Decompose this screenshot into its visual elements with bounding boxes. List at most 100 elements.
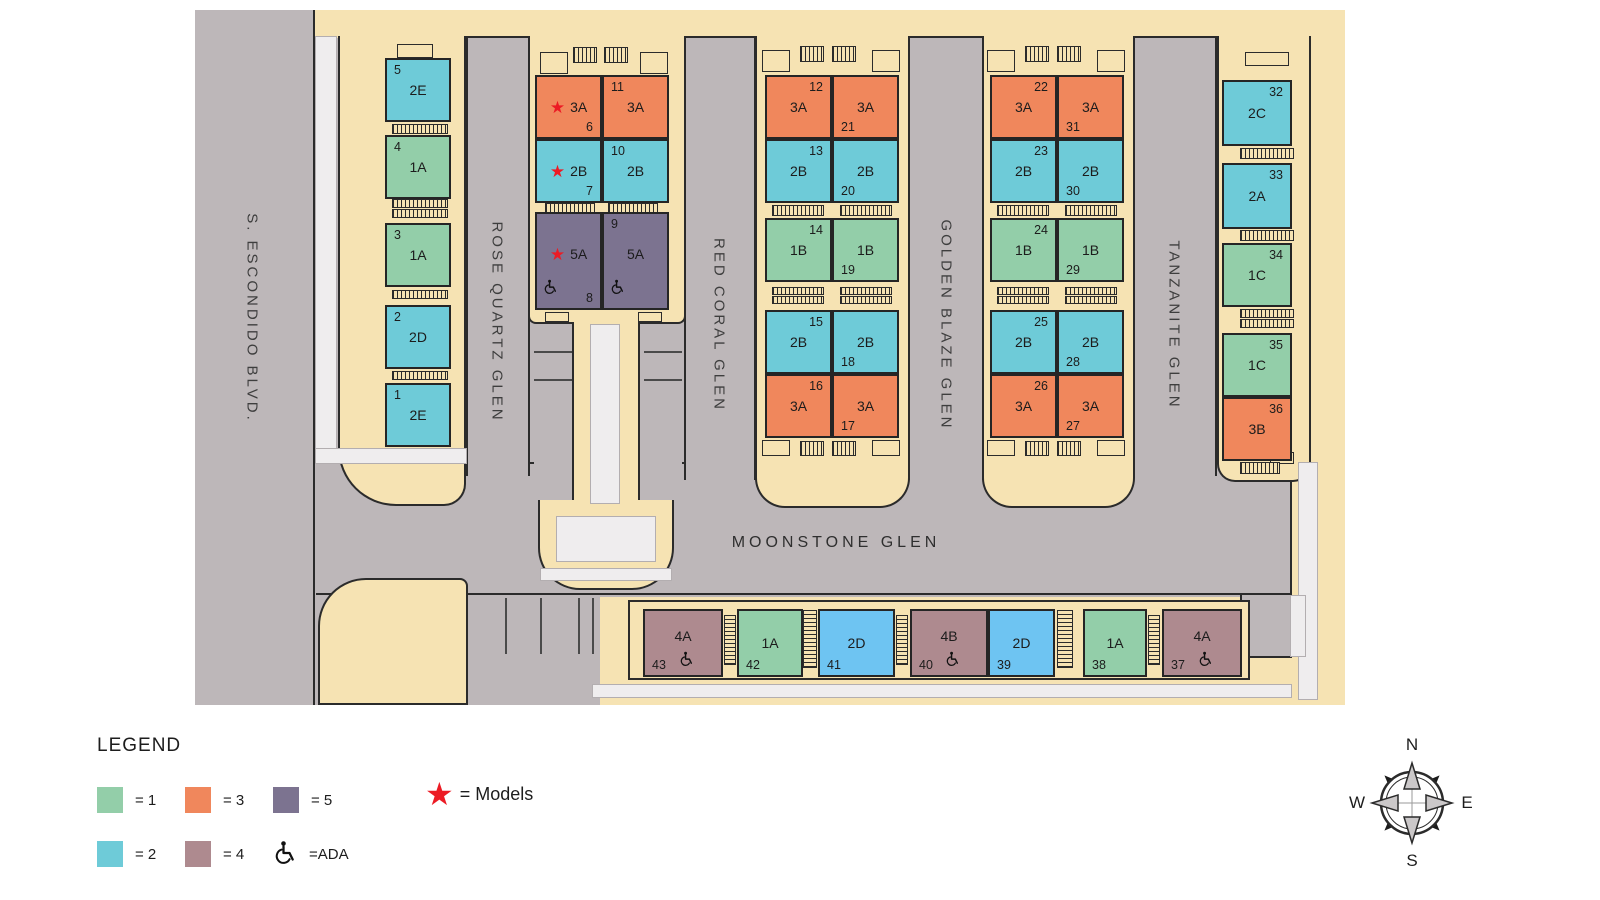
lot-plan-label: 2A [1248,188,1266,204]
stairs-hatch [800,46,824,62]
lot-plan-row: 2E [409,82,426,98]
stairs-hatch [840,287,892,295]
porch [540,52,568,74]
ada-icon [543,279,558,299]
sidewalk-path [592,684,1292,698]
lot-plan-label: 4B [940,628,958,644]
stairs-hatch [1240,309,1294,318]
legend-item-4: = 4 [185,841,273,867]
lot-plan-label: 1A [409,247,427,263]
lot-number: 29 [1066,262,1080,277]
lot-plan-label: 3A [789,398,808,414]
lot-plan-label: 3A [1081,99,1100,115]
lot-plan-row: 1A [409,159,426,175]
lot-plan-label: 1C [1248,357,1266,373]
lot-number: 7 [586,183,593,198]
lot-plan-label: 3A [856,398,875,414]
lot-plan-row: 2B [1015,163,1032,179]
lot-plan-label: 5A [570,246,588,262]
sidewalk-path [1298,462,1318,700]
stairs-hatch [1065,287,1117,295]
lot-plan-row: 2E [409,407,426,423]
lot-plan-row: 4B [940,628,957,644]
lot-plan-row: 3A [790,398,807,414]
lot-plan-label: 2B [1014,163,1033,179]
lot-plan-row: 3B [1248,421,1265,437]
lot-plan-row: 2A [1248,188,1265,204]
legend-item-label: = 4 [223,845,245,863]
stairs-hatch [1148,615,1160,665]
legend: LEGEND = 1= 2= 3= 4= 5=ADA [97,735,369,869]
porch [987,440,1015,456]
porch [1097,50,1125,72]
lot-number: 23 [1034,144,1048,158]
lot-number: 12 [809,80,823,94]
compass-rose: N S W E [1349,733,1473,873]
lot-6[interactable]: 6★3A [535,75,602,139]
lot-number: 32 [1269,85,1283,99]
lot-plan-label: 2B [856,163,875,179]
lot-plan-label: 2C [1248,105,1266,121]
lot-plan-row: 2C [1248,105,1266,121]
lot-plan-row: 3A [1015,398,1032,414]
lot-number: 26 [1034,379,1048,393]
stairs-hatch [392,290,448,299]
lot-8[interactable]: 8★5A [535,212,602,310]
lot-number: 25 [1034,315,1048,329]
lot-number: 34 [1269,248,1283,262]
lot-plan-label: 2B [570,163,588,179]
compass-north: N [1405,735,1419,754]
legend-swatch [97,787,123,813]
stairs-hatch [1065,296,1117,304]
porch [1097,440,1125,456]
lot-plan-row: 2B [790,334,807,350]
stairs-hatch [1025,46,1049,62]
porch [762,440,790,456]
lot-plan-label: 3A [1014,398,1033,414]
lot-plan-row: 2B [1082,334,1099,350]
lot-7[interactable]: 7★2B [535,139,602,203]
lot-number: 28 [1066,354,1080,369]
